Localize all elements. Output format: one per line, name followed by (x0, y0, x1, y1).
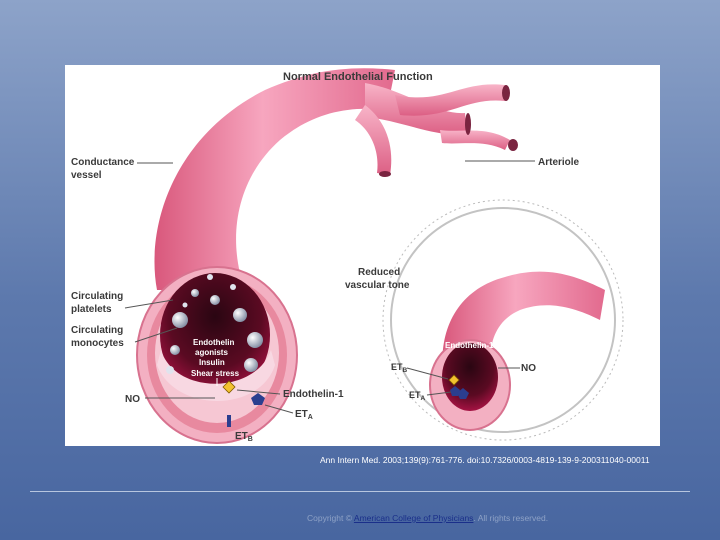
acp-link[interactable]: American College of Physicians (354, 513, 474, 523)
citation-text: Ann Intern Med. 2003;139(9):761-776. doi… (320, 455, 650, 465)
label-agonists-3: Insulin (199, 358, 225, 367)
label-no-left: NO (125, 394, 140, 405)
arteriole-opening-3 (379, 171, 391, 177)
label-eta-left: ETA (295, 409, 313, 421)
arteriole-opening-2 (502, 85, 510, 101)
label-endothelin1-right: Endothelin-1 (445, 341, 494, 350)
label-monocytes-2: monocytes (71, 338, 124, 349)
label-conductance-2: vessel (71, 170, 102, 181)
upper-branch-top (395, 84, 505, 115)
label-shear-stress: Shear stress (191, 369, 240, 378)
arteriole-lumen (442, 343, 498, 411)
label-arteriole: Arteriole (538, 157, 580, 168)
arteriole-branch (440, 130, 510, 150)
arteriole-opening-1 (508, 139, 518, 151)
label-conductance-1: Conductance (71, 157, 135, 168)
label-platelets-1: Circulating (71, 291, 123, 302)
copyright-prefix: Copyright © (307, 513, 354, 523)
label-platelets-2: platelets (71, 304, 112, 315)
copyright-suffix: . All rights reserved. (473, 513, 548, 523)
label-no-right: NO (521, 363, 536, 374)
label-agonists-2: agonists (195, 348, 228, 357)
arteriole-opening-4 (465, 113, 471, 135)
label-reduced-1: Reduced (358, 267, 400, 278)
endothelial-function-figure: Normal Endothelial Function Conductance … (65, 65, 660, 446)
label-endothelin1-left: Endothelin-1 (283, 389, 344, 400)
label-reduced-2: vascular tone (345, 280, 410, 291)
copyright-line: Copyright © American College of Physicia… (307, 513, 548, 523)
figure-title: Normal Endothelial Function (283, 71, 433, 83)
figure-svg: Normal Endothelial Function Conductance … (65, 65, 660, 446)
label-monocytes-1: Circulating (71, 325, 123, 336)
divider-rule (30, 491, 690, 492)
conductance-vessel (154, 68, 395, 290)
label-agonists-1: Endothelin (193, 338, 234, 347)
